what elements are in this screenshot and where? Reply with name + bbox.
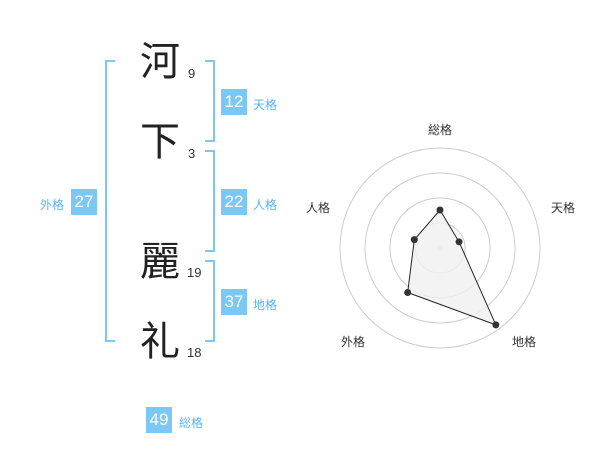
gaikaku-bracket [105,60,115,342]
name-char-4: 礼 [140,319,180,365]
name-char-2: 下 [140,119,180,165]
radar-point-0 [436,206,444,214]
jinkaku-value: 22 [221,189,247,215]
radar-point-4 [410,236,418,244]
stroke-count-3: 19 [187,265,202,280]
tenkaku-bracket [205,60,215,142]
radar-ring [339,147,541,349]
gaikaku-label: 外格 [40,198,65,212]
soukaku-value: 49 [146,407,172,433]
radar-ring [364,172,516,324]
name-char-3: 麗 [140,239,180,285]
jinkaku-label: 人格 [253,198,278,212]
radar-label-soukaku: 総格 [428,122,452,137]
gaikaku-value: 27 [71,189,97,215]
stroke-count-4: 18 [187,345,202,360]
radar-label-tenkaku: 天格 [551,200,575,215]
tenkaku-label: 天格 [253,98,278,112]
stroke-count-1: 9 [188,66,196,81]
chikaku-value: 37 [221,289,247,315]
soukaku-label: 総格 [179,416,204,430]
radar-point-3 [404,288,412,296]
chikaku-bracket [205,260,215,342]
radar-label-chikaku: 地格 [512,334,536,349]
chikaku-label: 地格 [253,298,278,312]
stroke-count-2: 3 [188,146,196,161]
radar-label-gaikaku: 外格 [341,334,365,349]
radar-point-1 [455,238,463,246]
tenkaku-value: 12 [221,89,247,115]
jinkaku-bracket [205,150,215,252]
radar-point-2 [492,321,500,329]
radar-label-jinkaku: 人格 [306,200,330,215]
radar-area [407,209,497,326]
name-char-1: 河 [140,39,180,85]
